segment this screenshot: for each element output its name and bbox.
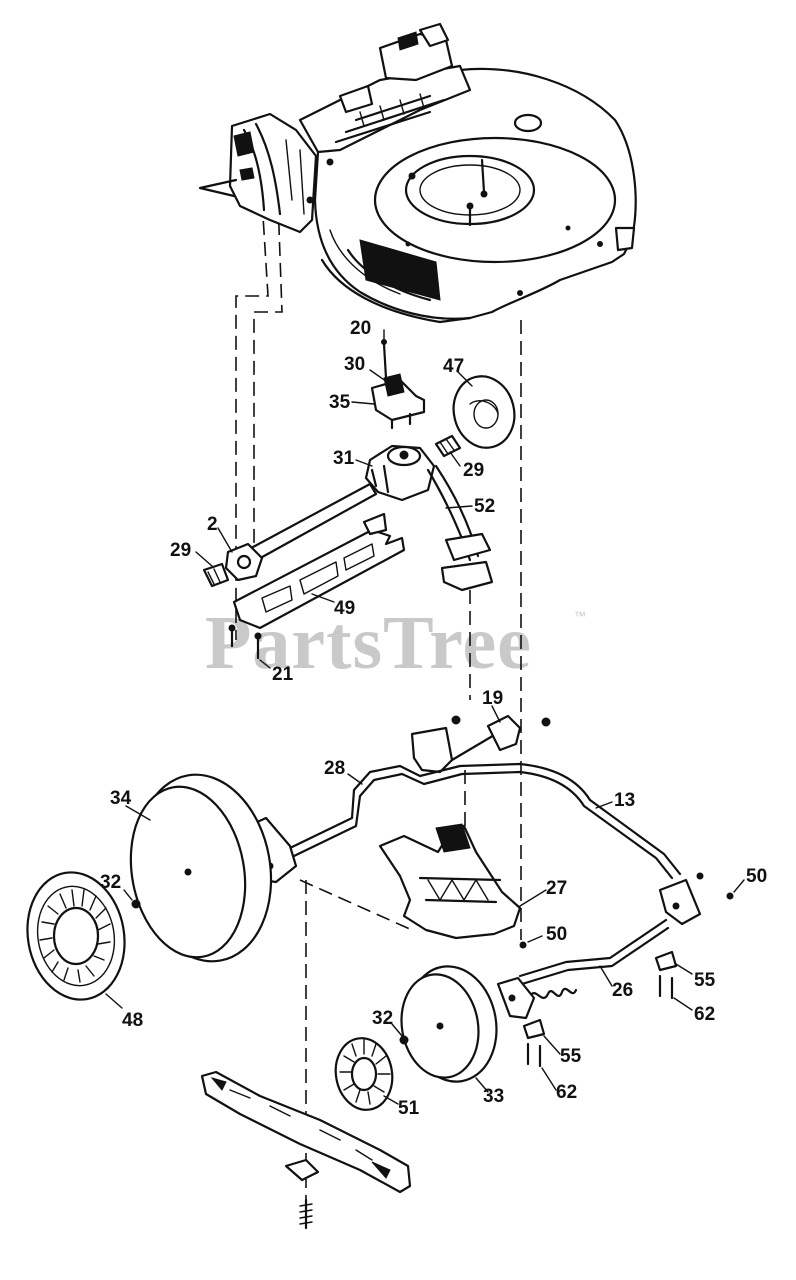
callout-34: 34 xyxy=(110,788,132,809)
height-adjuster-assembly xyxy=(242,714,734,1068)
callout-51: 51 xyxy=(398,1098,420,1119)
callout-55-center: 55 xyxy=(560,1046,582,1067)
callout-26: 26 xyxy=(612,980,633,1001)
callout-50-right: 50 xyxy=(746,866,767,887)
callout-55-right: 55 xyxy=(694,970,716,991)
baffle xyxy=(378,823,522,940)
callout-labels: 20 30 47 35 31 29 52 2 29 49 21 19 28 13… xyxy=(100,318,767,1119)
callout-32-left: 32 xyxy=(100,872,121,893)
wheel-33 xyxy=(399,965,498,1083)
callout-21: 21 xyxy=(272,664,294,685)
callout-19: 19 xyxy=(482,688,503,709)
callout-27: 27 xyxy=(546,878,567,899)
callout-47: 47 xyxy=(443,356,464,377)
wheel-cover-48 xyxy=(26,871,141,1001)
wheel-34 xyxy=(129,773,273,963)
callout-13: 13 xyxy=(614,790,635,811)
callout-30: 30 xyxy=(344,354,365,375)
callout-33: 33 xyxy=(483,1086,504,1107)
callout-29-left: 29 xyxy=(170,540,191,561)
callout-32-center: 32 xyxy=(372,1008,393,1029)
callout-2: 2 xyxy=(207,514,218,535)
leader-lines xyxy=(105,329,745,1105)
blade xyxy=(200,1070,412,1230)
drive-assembly xyxy=(202,339,516,660)
callout-48: 48 xyxy=(122,1010,143,1031)
mower-deck xyxy=(198,22,637,324)
callout-29-right: 29 xyxy=(463,460,484,481)
callout-35: 35 xyxy=(329,392,351,413)
watermark-trademark: ™ xyxy=(574,609,586,623)
callout-20: 20 xyxy=(350,318,371,339)
callout-31: 31 xyxy=(333,448,355,469)
callout-62-center: 62 xyxy=(556,1082,577,1103)
callout-49: 49 xyxy=(334,598,355,619)
callout-62-right: 62 xyxy=(694,1004,715,1025)
wheel-cover-51 xyxy=(334,1037,394,1111)
callout-28: 28 xyxy=(324,758,345,779)
callout-52: 52 xyxy=(474,496,495,517)
callout-50-center: 50 xyxy=(546,924,567,945)
